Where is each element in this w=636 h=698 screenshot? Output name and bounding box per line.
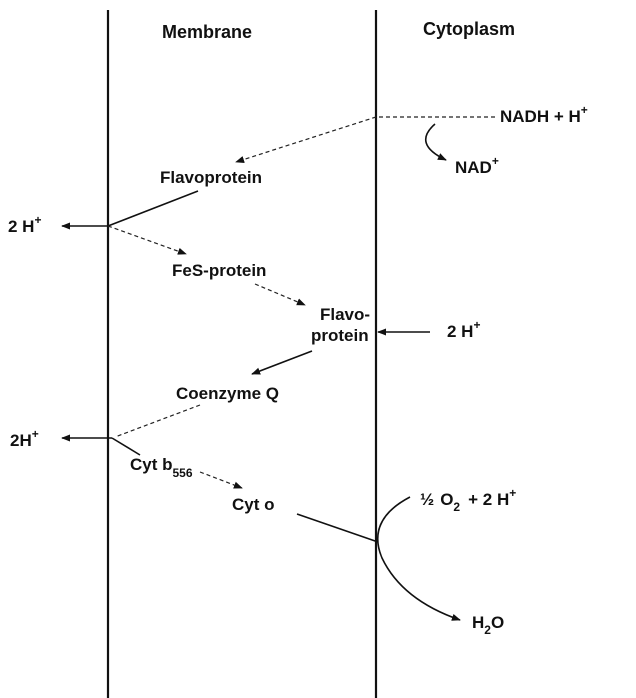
cyt-o-label: Cyt o [232, 495, 275, 514]
proton-out-label-2: 2H+ [10, 427, 39, 450]
arrow-to-flavoprotein-2 [254, 283, 306, 306]
proton-out-label-1: 2 H+ [8, 213, 41, 236]
membrane-to-cytb-line [111, 437, 141, 456]
flavoprotein-to-membrane-line [107, 190, 199, 227]
nadh-to-nad-curve [424, 123, 447, 161]
coenzyme-q-label: Coenzyme Q [176, 384, 279, 403]
coenzyme-q-to-membrane-line [114, 404, 201, 438]
proton-in-label: 2 H+ [447, 318, 480, 341]
arrow-to-cyt-o [199, 471, 243, 489]
nadh-label: NADH + H+ [500, 103, 588, 126]
cyt-o-to-membrane-line [296, 513, 379, 543]
cyt-b556-label: Cyt b556 [130, 455, 193, 480]
arrow-to-coenzyme-q [251, 350, 313, 375]
arrow-to-fes [107, 225, 187, 255]
membrane-header: Membrane [162, 22, 252, 42]
water-label: H2O [472, 613, 504, 637]
flavoprotein-label: Flavoprotein [160, 168, 262, 187]
nad-label: NAD+ [455, 154, 499, 177]
arrow-to-flavoprotein [235, 116, 377, 163]
cytoplasm-header: Cytoplasm [423, 19, 515, 39]
fes-protein-label: FeS-protein [172, 261, 266, 280]
flavoprotein-2-line1: Flavo- [320, 305, 370, 324]
flavoprotein-2-line2: protein [311, 326, 369, 345]
oxygen-to-water-curve [377, 496, 461, 621]
